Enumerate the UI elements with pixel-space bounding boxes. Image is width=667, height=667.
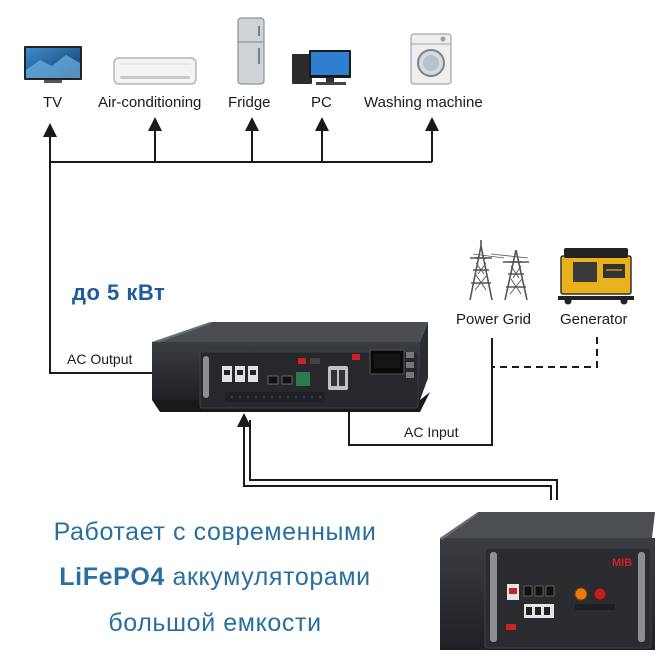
promo-chemistry: LiFePO4 [59,563,165,591]
ac-input-label: AC Input [404,424,459,440]
ac-input-line [342,338,493,446]
appliance-label-fridge: Fridge [228,94,271,111]
wiring [43,117,598,500]
promo-line-1: Работает с современными [53,518,377,546]
promo-line-3: большой емкости [108,609,322,637]
inverter-unit [152,322,430,412]
generator-dashed-line [492,337,598,368]
air-conditioner-icon [113,57,197,85]
battery-brand-logo: MIB [612,557,632,569]
fridge-icon [237,17,265,85]
power-grid-icon [469,240,529,301]
promo-line-2: LiFePO4 аккумуляторами [0,563,430,592]
ac-output-label: AC Output [67,351,133,367]
appliance-label-washing-machine: Washing machine [364,94,483,111]
promo-line-2-rest: аккумуляторами [164,563,371,591]
tv-icon [24,46,82,83]
battery-link-line [237,413,552,500]
generator-icon [558,248,634,305]
source-label-power-grid: Power Grid [456,311,532,328]
ac-output-line [49,161,432,374]
battery-link-line-inner [249,420,558,500]
appliance-label-tv: TV [43,94,63,111]
power-rating-label: до 5 кВт [72,280,166,305]
appliance-label-air-conditioning: Air-conditioning [98,94,202,111]
pc-icon [292,50,351,85]
washing-machine-icon [410,33,452,85]
appliance-label-pc: PC [311,94,332,111]
battery-unit: MIB [440,512,655,650]
source-label-generator: Generator [560,311,628,328]
